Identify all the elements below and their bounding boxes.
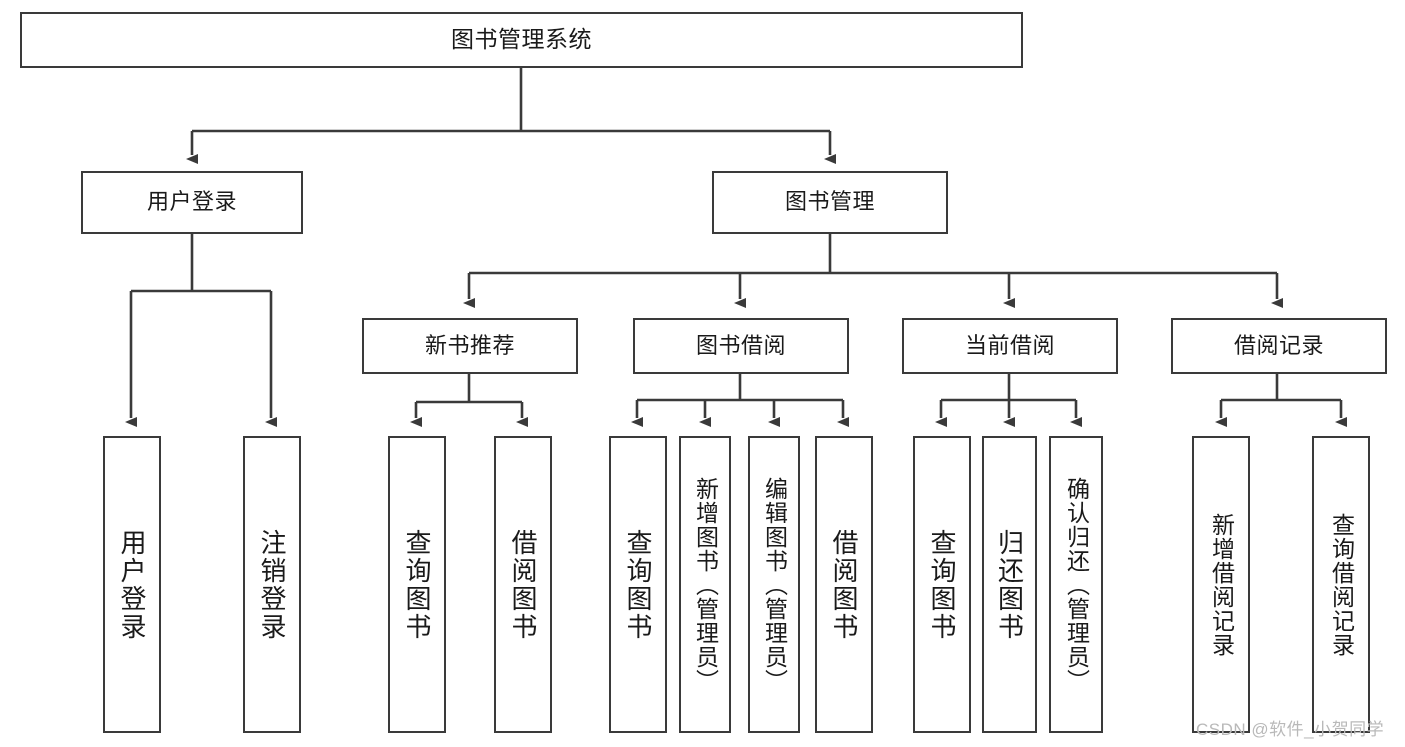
leaf-recommend-borrow-book[interactable]: 借阅图书 bbox=[494, 436, 552, 733]
node-root-system[interactable]: 图书管理系统 bbox=[20, 12, 1023, 68]
node-label: 编辑图书（管理员） bbox=[761, 476, 788, 693]
leaf-user-login-logout[interactable]: 注销登录 bbox=[243, 436, 301, 733]
node-label: 查询图书 bbox=[927, 528, 957, 641]
node-current-borrow[interactable]: 当前借阅 bbox=[902, 318, 1118, 374]
node-label: 查询借阅记录 bbox=[1328, 512, 1355, 657]
leaf-borrow-edit-book-admin[interactable]: 编辑图书（管理员） bbox=[748, 436, 800, 733]
node-label: 用户登录 bbox=[117, 528, 147, 641]
leaf-borrow-add-book-admin[interactable]: 新增图书（管理员） bbox=[679, 436, 731, 733]
leaf-record-query-record[interactable]: 查询借阅记录 bbox=[1312, 436, 1370, 733]
node-book-borrow[interactable]: 图书借阅 bbox=[633, 318, 849, 374]
leaf-borrow-query-book[interactable]: 查询图书 bbox=[609, 436, 667, 733]
node-label: 新增图书（管理员） bbox=[692, 476, 719, 693]
node-label: 查询图书 bbox=[623, 528, 653, 641]
node-label: 注销登录 bbox=[257, 528, 287, 641]
leaf-recommend-query-book[interactable]: 查询图书 bbox=[388, 436, 446, 733]
node-new-book-recommend[interactable]: 新书推荐 bbox=[362, 318, 578, 374]
leaf-current-query-book[interactable]: 查询图书 bbox=[913, 436, 971, 733]
node-label: 确认归还（管理员） bbox=[1063, 476, 1090, 693]
node-label: 新书推荐 bbox=[424, 332, 515, 358]
leaf-borrow-borrow-book[interactable]: 借阅图书 bbox=[815, 436, 873, 733]
leaf-user-login-login[interactable]: 用户登录 bbox=[103, 436, 161, 733]
node-label: 借阅图书 bbox=[508, 528, 538, 641]
node-borrow-record[interactable]: 借阅记录 bbox=[1171, 318, 1387, 374]
node-label: 用户登录 bbox=[146, 189, 237, 215]
node-label: 图书管理 bbox=[784, 189, 875, 215]
node-label: 图书管理系统 bbox=[451, 26, 592, 53]
node-label: 新增借阅记录 bbox=[1208, 512, 1235, 657]
leaf-current-return-book[interactable]: 归还图书 bbox=[982, 436, 1037, 733]
node-label: 借阅图书 bbox=[829, 528, 859, 641]
node-label: 图书借阅 bbox=[695, 332, 786, 358]
node-label: 借阅记录 bbox=[1233, 332, 1324, 358]
node-label: 当前借阅 bbox=[964, 332, 1055, 358]
node-label: 查询图书 bbox=[402, 528, 432, 641]
leaf-current-confirm-return-admin[interactable]: 确认归还（管理员） bbox=[1049, 436, 1103, 733]
csdn-watermark: CSDN @软件_小贺同学 bbox=[1196, 720, 1385, 739]
node-book-management[interactable]: 图书管理 bbox=[712, 171, 948, 234]
leaf-record-add-record[interactable]: 新增借阅记录 bbox=[1192, 436, 1250, 733]
node-user-login[interactable]: 用户登录 bbox=[81, 171, 303, 234]
node-label: 归还图书 bbox=[994, 528, 1025, 641]
